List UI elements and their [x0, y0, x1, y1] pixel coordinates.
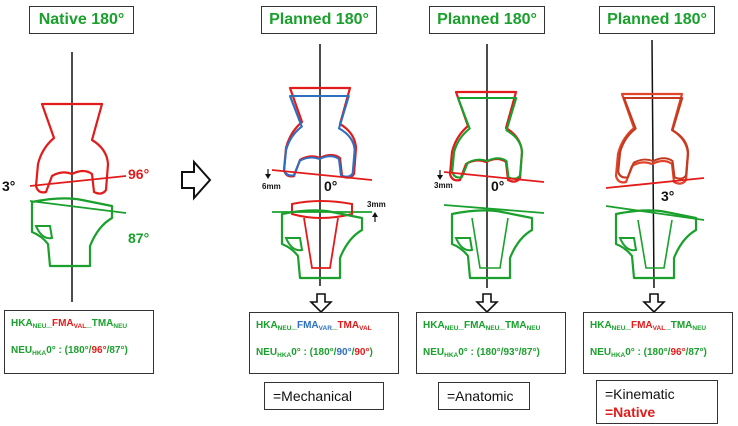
kinematic-tibial-stem [637, 219, 673, 269]
anatomic-tibial-stem [471, 217, 509, 269]
kinematic-knee [605, 39, 705, 289]
result-anatomic: =Anatomic [438, 382, 530, 410]
down-arrow-icon-2 [437, 175, 443, 180]
anatomic-tibial-cut-line [443, 204, 545, 214]
kinematic-tibial-cut-line [605, 205, 705, 221]
native-femoral-joint-line [29, 175, 127, 187]
mechanical-resection-3mm: 3mm [367, 200, 386, 209]
result-kinematic-label: =Kinematic [605, 386, 675, 402]
kinematic-femoral-cut-line [605, 177, 705, 189]
formula-kinematic: HKANEU_FMAVAL_TMANEU NEUHKA0° : (180°/96… [583, 312, 733, 374]
mechanical-zero-angle: 0° [324, 178, 338, 194]
native-tma-angle: 87° [128, 230, 150, 246]
title-native: Native 180° [29, 6, 134, 34]
title-mechanical: Planned 180° [261, 6, 377, 34]
mechanical-tibial-stem [303, 217, 339, 269]
native-left-angle: 3° [2, 178, 16, 194]
native-knee [29, 52, 127, 302]
formula-mechanical: HKANEU_FMAVAR_TMAVAL NEUHKA0° : (180°/90… [249, 312, 399, 374]
formula-anatomic: HKANEU_FMANEU_TMANEU NEUHKA0° : (180°/93… [416, 312, 566, 374]
mechanical-femoral-cut-line [271, 169, 373, 181]
anatomic-resection-3mm: 3mm [434, 181, 453, 190]
result-kinematic: =Kinematic =Native [596, 380, 718, 424]
down-arrow-icon [265, 174, 271, 179]
anatomic-femoral-cut-line [443, 171, 545, 183]
mechanical-insert [291, 200, 353, 219]
formula-native: HKANEU_FMAVAL_TMANEU NEUHKA0° : (180°/96… [4, 310, 154, 374]
down-arrow-anatomic [475, 293, 499, 314]
anatomic-knee [437, 44, 545, 288]
native-tibial-joint-line [29, 200, 127, 214]
mechanical-resection-6mm: 6mm [262, 182, 281, 191]
title-anatomic: Planned 180° [429, 6, 545, 34]
up-arrow-icon [372, 212, 378, 217]
kinematic-angle: 3° [661, 188, 675, 204]
mechanical-knee [265, 44, 378, 286]
anatomic-zero-angle: 0° [491, 178, 505, 194]
result-native-label: =Native [605, 404, 656, 420]
down-arrow-mechanical [309, 293, 333, 314]
native-fma-angle: 96° [128, 166, 150, 182]
result-mechanical: =Mechanical [264, 382, 384, 410]
right-arrow-icon [181, 159, 212, 201]
title-kinematic: Planned 180° [599, 6, 715, 34]
down-arrow-kinematic [642, 293, 666, 314]
